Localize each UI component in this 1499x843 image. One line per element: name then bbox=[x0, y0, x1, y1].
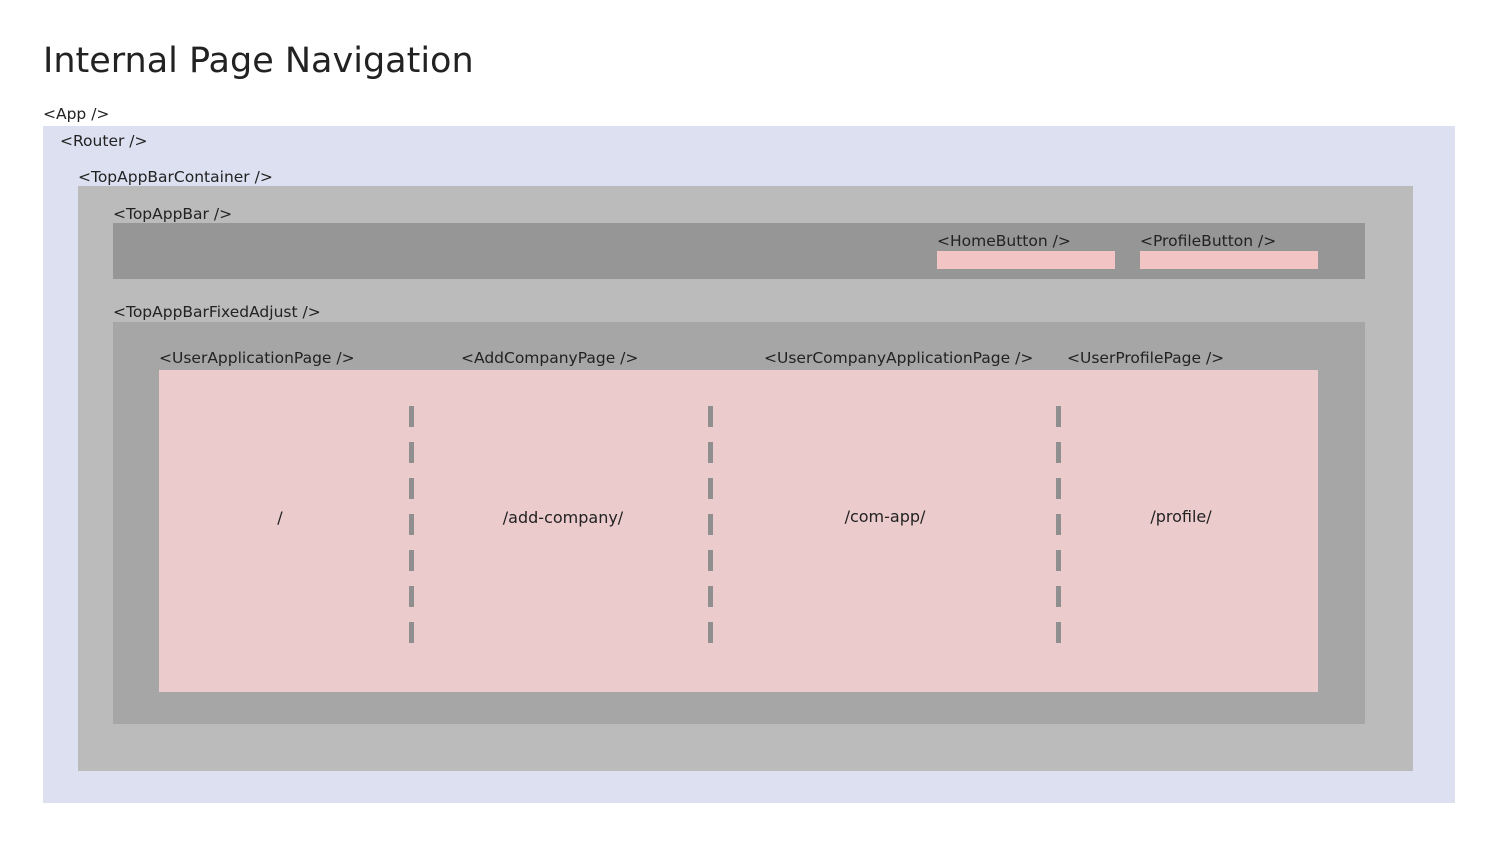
user-profile-page-label: <UserProfilePage /> bbox=[1067, 349, 1225, 367]
divider-dash bbox=[1056, 586, 1061, 607]
divider-dash bbox=[409, 586, 414, 607]
top-app-bar-fixed-adjust-label: <TopAppBarFixedAdjust /> bbox=[113, 303, 321, 321]
profile-button-label: <ProfileButton /> bbox=[1140, 232, 1277, 250]
divider-dash bbox=[1056, 442, 1061, 463]
route-profile: /profile/ bbox=[1150, 507, 1212, 526]
pages-region bbox=[159, 370, 1318, 692]
page-title: Internal Page Navigation bbox=[43, 41, 474, 81]
divider-dash bbox=[1056, 622, 1061, 643]
home-button-label: <HomeButton /> bbox=[937, 232, 1071, 250]
divider-dash bbox=[1056, 406, 1061, 427]
home-button[interactable] bbox=[937, 251, 1115, 269]
divider-dash bbox=[409, 514, 414, 535]
route-add-company: /add-company/ bbox=[502, 508, 624, 527]
profile-button[interactable] bbox=[1140, 251, 1318, 269]
divider-dash bbox=[1056, 514, 1061, 535]
top-app-bar-label: <TopAppBar /> bbox=[113, 205, 233, 223]
add-company-page-label: <AddCompanyPage /> bbox=[461, 349, 639, 367]
divider-dash bbox=[708, 442, 713, 463]
router-label: <Router /> bbox=[60, 132, 148, 150]
divider-dash bbox=[708, 406, 713, 427]
divider-dash bbox=[708, 514, 713, 535]
divider-dash bbox=[708, 586, 713, 607]
divider-dash bbox=[409, 550, 414, 571]
route-com-app: /com-app/ bbox=[844, 507, 926, 526]
app-label: <App /> bbox=[43, 105, 110, 123]
divider-dash bbox=[1056, 478, 1061, 499]
divider-dash bbox=[409, 622, 414, 643]
divider-dash bbox=[708, 622, 713, 643]
user-company-application-page-label: <UserCompanyApplicationPage /> bbox=[764, 349, 1034, 367]
divider-dash bbox=[1056, 550, 1061, 571]
divider-dash bbox=[409, 478, 414, 499]
divider-dash bbox=[708, 550, 713, 571]
divider-dash bbox=[708, 478, 713, 499]
top-app-bar-container-label: <TopAppBarContainer /> bbox=[78, 168, 273, 186]
user-application-page-label: <UserApplicationPage /> bbox=[159, 349, 355, 367]
divider-dash bbox=[409, 442, 414, 463]
route-root: / bbox=[277, 508, 283, 527]
divider-dash bbox=[409, 406, 414, 427]
